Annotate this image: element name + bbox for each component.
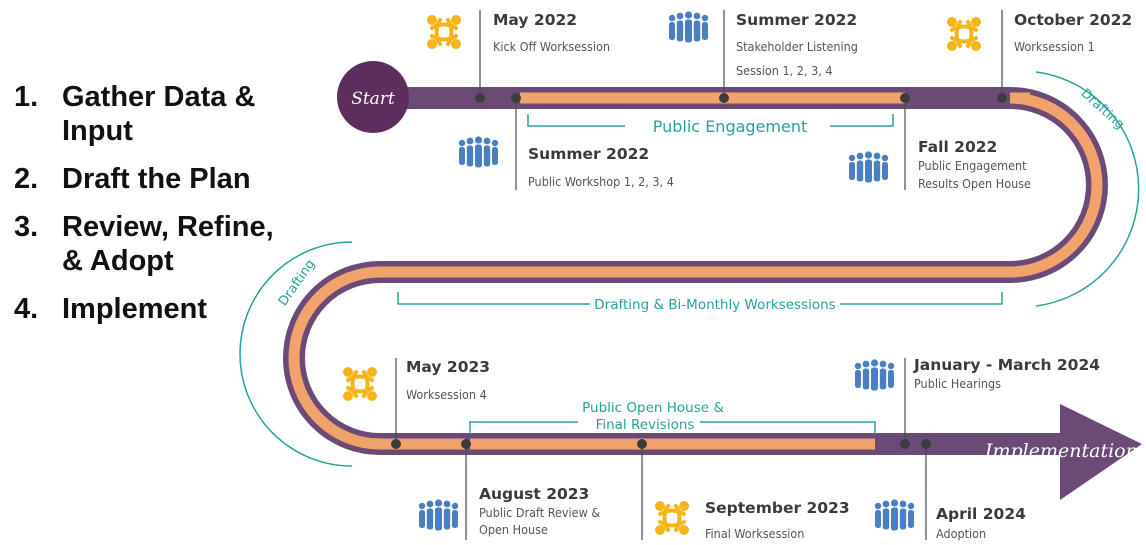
open-house-label-2: Final Revisions [596,417,695,433]
event-text: Open House [479,522,548,537]
event-title: October 2022 [1014,11,1132,29]
event-title: April 2024 [936,505,1026,523]
worksession-icon [341,365,379,403]
event-text: Results Open House [918,176,1031,191]
event-may-2022: May 2022 Kick Off Worksession [493,11,610,54]
worksession-icon [653,499,691,537]
phase-4: 4.Implement [14,293,208,325]
event-october-2022: October 2022 Worksession 1 [1014,11,1132,54]
event-august-2023: August 2023 Public Draft Review & Open H… [479,485,600,537]
phase-3: 3.Review, Refine, & Adopt [14,211,274,277]
event-title: September 2023 [705,499,850,517]
people-icon [848,151,889,183]
people-icon [874,499,915,531]
event-april-2024: April 2024 Adoption [936,505,1026,541]
event-text: Session 1, 2, 3, 4 [736,63,833,78]
event-fall-2022: Fall 2022 Public Engagement Results Open… [918,138,1031,191]
people-icon [668,11,709,43]
event-title: Summer 2022 [736,11,857,29]
implementation-label: Implementation [984,440,1138,462]
drafting-fill [288,92,1103,450]
implementation-arrow [1060,404,1142,500]
event-text: Public Draft Review & [479,505,600,520]
event-text: Adoption [936,526,986,541]
event-title: May 2023 [406,358,490,376]
event-title: August 2023 [479,485,589,503]
worksession-icon [425,13,463,51]
event-title: Fall 2022 [918,138,997,156]
event-title: May 2022 [493,11,577,29]
event-jan-mar-2024: January - March 2024 Public Hearings [913,356,1100,391]
event-summer-2022-listening: Summer 2022 Stakeholder Listening Sessio… [736,11,858,78]
people-icon [418,499,459,531]
phase-2: 2.Draft the Plan [14,163,251,195]
start-circle [337,61,409,133]
event-text: Public Engagement [918,158,1027,173]
event-text: Public Workshop 1, 2, 3, 4 [528,174,674,189]
people-icon [854,359,895,391]
event-text: Stakeholder Listening [736,39,858,54]
open-house-label-1: Public Open House & [582,400,724,416]
start-label: Start [351,89,395,109]
event-text: Public Hearings [914,376,1001,391]
event-text: Kick Off Worksession [493,39,610,54]
event-summer-2022-workshop: Summer 2022 Public Workshop 1, 2, 3, 4 [528,145,674,189]
drafting-worksessions-label: Drafting & Bi-Monthly Worksessions [594,297,835,313]
event-text: Worksession 1 [1014,39,1095,54]
public-engagement-label: Public Engagement [653,117,808,136]
event-title: Summer 2022 [528,145,649,163]
event-september-2023: September 2023 Final Worksession [705,499,850,541]
phase-1: 1.Gather Data & Input [14,81,256,147]
event-title: January - March 2024 [913,356,1100,374]
phase-list: 1.Gather Data & Input 2.Draft the Plan 3… [14,80,304,340]
worksession-icon [945,15,983,53]
event-text: Final Worksession [705,526,804,541]
people-icon [458,136,499,168]
event-may-2023: May 2023 Worksession 4 [406,358,490,402]
event-text: Worksession 4 [406,387,487,402]
